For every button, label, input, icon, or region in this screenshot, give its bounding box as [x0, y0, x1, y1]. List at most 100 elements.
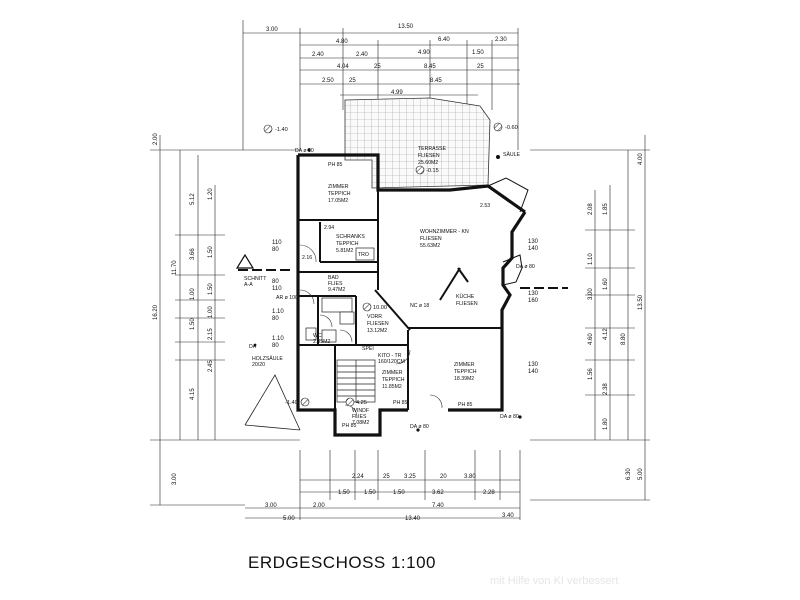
room-windf: WINDF FLIES 7.08M2: [352, 408, 369, 426]
dim-text: 6.40: [438, 37, 450, 43]
room-zimmer-1: ZIMMER TEPPICH 17.05M2: [328, 184, 351, 204]
dim-text: 3.00: [588, 288, 594, 300]
dim-text: 1.20: [208, 188, 214, 200]
svg-text:TEPPICH: TEPPICH: [454, 369, 477, 375]
dim-text: 2.50: [322, 78, 334, 84]
dim-text: 25: [349, 78, 356, 84]
dim-text: 8.45: [430, 78, 442, 84]
dim-text: 3.00: [265, 503, 277, 509]
dim-text: 1.85: [603, 203, 609, 215]
nc-label: NC ø 18: [410, 303, 429, 309]
level-label: -0.60: [505, 125, 518, 131]
dim-text: 2.15: [208, 328, 214, 340]
section-triangle-icon: [235, 253, 255, 269]
dim-text: 3.25: [404, 474, 416, 480]
dim-text: 1.50: [208, 246, 214, 258]
staircase: [336, 359, 376, 403]
svg-text:WINDF: WINDF: [352, 408, 369, 414]
dim-text: 5.00: [283, 516, 295, 522]
dim-text: 25: [477, 64, 484, 70]
dim-text: 2.40: [312, 52, 324, 58]
room-terrasse: TERRASSE FLIESEN 25.60M2: [418, 146, 447, 166]
dim-text: 20: [440, 474, 447, 480]
dim-text: 1.60: [603, 278, 609, 290]
svg-text:9.47M2: 9.47M2: [328, 287, 345, 293]
dim-text: 1.50: [393, 490, 405, 496]
dim-text: 2.00: [153, 133, 159, 145]
dim-text: 3.66: [190, 248, 196, 260]
room-bad: BAD FLIES 9.47M2: [328, 275, 345, 293]
top-dimension-texts: 3.00 13.50 4.80 6.40 2.30 2.40 2.40 4.90…: [266, 24, 507, 96]
level-label: 10.00: [373, 305, 387, 311]
dim-text: 4.99: [391, 90, 403, 96]
dim-text: 3.62: [432, 490, 444, 496]
dim-label: 2.16: [302, 255, 312, 261]
tro-label: TRO: [358, 252, 369, 258]
level-marker-icon: [263, 124, 273, 134]
svg-text:FLIESEN: FLIESEN: [456, 301, 478, 307]
room-kueche: KÜCHE FLIESEN: [456, 293, 478, 307]
svg-text:FLIESEN: FLIESEN: [418, 153, 440, 159]
spei-label: SPEI: [362, 346, 374, 352]
svg-text:ZIMMER: ZIMMER: [328, 184, 349, 190]
door-swings: [299, 244, 443, 418]
dim-text: 1.50: [472, 50, 484, 56]
left-dimension-texts: 2.00 11.70 3.00 16.20 5.12 3.66 1.00 1.5…: [153, 133, 214, 485]
bottom-dimension-texts: 2.24 25 3.25 20 3.80 1.50 1.50 1.50 3.62…: [265, 474, 514, 522]
dim-text: 2.30: [495, 37, 507, 43]
dim-text: 13.50: [398, 24, 414, 30]
dim-text: 4.90: [418, 50, 430, 56]
section-line: [238, 269, 568, 289]
dim-text: 4.00: [638, 153, 644, 165]
dim-label: 2.94: [324, 225, 334, 231]
svg-text:17.05M2: 17.05M2: [328, 198, 348, 204]
svg-text:WOHNZIMMER - KN: WOHNZIMMER - KN: [420, 229, 469, 235]
drain-label: DA: [249, 344, 257, 350]
dim-text: 4.04: [337, 64, 349, 70]
svg-text:TEPPICH: TEPPICH: [336, 241, 359, 247]
svg-text:SCHRANKS: SCHRANKS: [336, 234, 365, 240]
dim-text: 1.50: [338, 490, 350, 496]
column-label: SÄULE: [503, 151, 521, 158]
svg-text:FLIES: FLIES: [352, 414, 367, 420]
level-label: -1.40: [275, 127, 288, 133]
svg-text:7.08M2: 7.08M2: [352, 420, 369, 426]
right-dimension-lines: [530, 135, 650, 501]
ph-label: PH 85: [342, 423, 357, 429]
terrace: [344, 97, 491, 189]
svg-text:TEPPICH: TEPPICH: [382, 377, 405, 383]
dim-text: 2.00: [313, 503, 325, 509]
svg-text:FLIES: FLIES: [328, 281, 343, 287]
svg-text:WC: WC: [313, 333, 322, 339]
left-dimension-lines: [150, 135, 300, 506]
dim-text: 1.56: [588, 368, 594, 380]
dim-text: 2.45: [208, 360, 214, 372]
svg-text:KÜCHE: KÜCHE: [456, 293, 475, 300]
watermark-text: mit Hilfe von KI verbessert: [490, 575, 619, 587]
level-markers: [263, 122, 503, 407]
dim-label: 2.53: [480, 203, 490, 209]
svg-text:18.39M2: 18.39M2: [454, 376, 474, 382]
svg-text:ZIMMER: ZIMMER: [454, 362, 475, 368]
svg-text:BAD: BAD: [328, 275, 339, 281]
dim-text: 1.50: [208, 283, 214, 295]
dim-text: 4.12: [603, 328, 609, 340]
dim-text: 5.12: [190, 193, 196, 205]
ar-label: AR ø 100: [276, 295, 298, 301]
level-label: 4.25: [356, 400, 367, 406]
room-zimmer-3: ZIMMER TEPPICH 18.39M2: [454, 362, 477, 382]
drawing-title: ERDGESCHOSS 1:100: [248, 553, 437, 572]
right-dimension-texts: 4.00 13.50 5.00 6.30 2.08 1.85 1.10 1.60…: [588, 153, 644, 480]
svg-text:11.85M2: 11.85M2: [382, 384, 402, 390]
dim-text: 1.00: [208, 306, 214, 318]
room-wohnzimmer: WOHNZIMMER - KN FLIESEN 55.63M2: [420, 229, 469, 249]
dim-text: 5.00: [638, 468, 644, 480]
room-wc: WC 2.35M2: [313, 333, 330, 345]
